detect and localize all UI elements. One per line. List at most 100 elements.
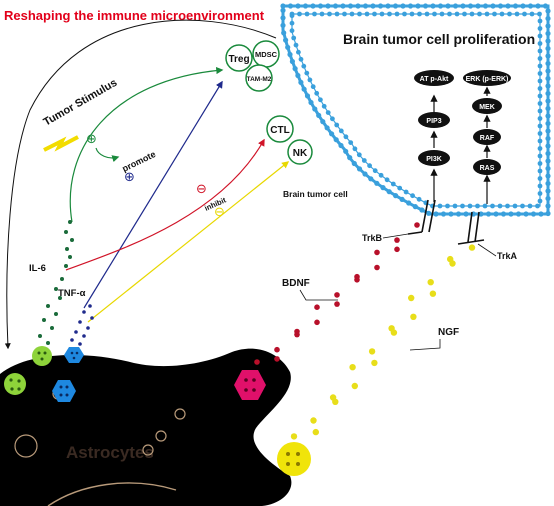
membrane-lipid (320, 119, 326, 125)
akt-node (414, 70, 454, 86)
tnf-to-treg-arrow (83, 80, 223, 309)
il6-molecule (64, 264, 68, 268)
membrane-lipid (537, 146, 543, 151)
pi3k-label: PI3K (426, 156, 442, 163)
membrane-lipid (497, 3, 504, 9)
trka-leader (477, 243, 497, 257)
tam-m2-cell: TAM-M2 (245, 64, 273, 92)
membrane-lipid (295, 72, 301, 79)
membrane-lipid (523, 211, 529, 217)
membrane-lipid (475, 203, 480, 209)
ngf-molecule (468, 244, 476, 251)
ras-node (473, 159, 501, 175)
membrane-lipid (343, 134, 349, 140)
membrane-lipid (378, 172, 384, 178)
membrane-lipid (402, 11, 407, 17)
astrocytes-label: Astrocytes (66, 443, 154, 462)
membrane-lipid (490, 3, 496, 9)
bdnf-molecule (314, 304, 320, 311)
mek-label: MEK (479, 104, 495, 111)
lightning-bolt-icon (43, 135, 79, 152)
raf-label: RAF (480, 135, 495, 142)
membrane-lipid (545, 60, 551, 67)
bdnf-molecule (374, 264, 380, 271)
membrane-lipid (448, 211, 454, 217)
membrane-lipid (302, 3, 309, 9)
il6-to-treg-arrow (69, 66, 224, 223)
tnf-alpha-molecule (74, 330, 78, 334)
membrane-lipid (310, 3, 316, 9)
membrane-lipid (349, 11, 355, 17)
membrane-lipid (497, 203, 503, 209)
membrane-lipid (500, 211, 507, 217)
il6-molecule (68, 255, 72, 259)
il6-secretion (38, 220, 74, 345)
ngf-molecule (429, 290, 437, 297)
membrane-lipid (372, 168, 378, 174)
membrane-lipid (327, 11, 332, 17)
membrane-lipid (537, 161, 543, 166)
membrane-lipid (356, 166, 363, 172)
membrane-lipid (545, 8, 551, 14)
bdnf-molecule (394, 246, 400, 253)
il6-molecule (70, 238, 74, 242)
membrane-lipid (492, 11, 497, 17)
membrane-lipid (289, 20, 295, 26)
membrane-lipid (283, 37, 289, 43)
membrane-lipid (316, 112, 322, 118)
membrane-lipid (355, 3, 361, 9)
membrane-lipid (424, 11, 430, 17)
ngf-label: NGF (438, 327, 459, 338)
membrane-lipid (432, 11, 437, 17)
membrane-lipid (537, 33, 543, 39)
membrane-lipid (455, 211, 462, 217)
mdsc-label: MDSC (255, 50, 278, 59)
membrane-lipid (482, 3, 489, 9)
membrane-lipid (537, 131, 543, 136)
membrane-lipid (545, 113, 551, 119)
erk-node (463, 70, 511, 86)
membrane-lipid (385, 3, 391, 9)
membrane-lipid (545, 210, 551, 217)
membrane-lipid (537, 63, 543, 69)
trkb-receptor (407, 199, 436, 235)
il6-molecule (68, 220, 72, 224)
blue-granule (52, 380, 76, 402)
vesicle (155, 430, 167, 442)
inhibit-minus-yellow: ⊖ (214, 205, 225, 220)
vesicle (174, 408, 186, 420)
membrane-lipid (386, 189, 392, 195)
il6-molecule (54, 312, 58, 316)
membrane-lipid (537, 48, 543, 54)
treg-cell: Treg (225, 44, 253, 72)
tnf-alpha-molecule (78, 342, 82, 346)
membrane-lipid (545, 45, 551, 52)
membrane-lipid (545, 128, 551, 134)
membrane-lipid (295, 3, 301, 9)
membrane-lipid (319, 11, 325, 17)
membrane-lipid (406, 200, 412, 206)
membrane-lipid (537, 26, 543, 31)
membrane-lipid (439, 11, 445, 17)
membrane-lipid (537, 18, 543, 24)
il6-release-vesicle (32, 346, 52, 366)
ngf-trail (290, 244, 476, 440)
trkb-leader (382, 233, 409, 239)
membrane-lipid (537, 176, 543, 181)
membrane-lipid (338, 142, 344, 149)
membrane-lipid (304, 11, 310, 17)
membrane-lipid (537, 71, 543, 76)
membrane-lipid (484, 11, 490, 17)
membrane-lipid (416, 196, 422, 202)
il6-molecule (42, 318, 46, 322)
membrane-lipid (384, 177, 390, 183)
vesicle (14, 434, 38, 458)
membrane-lipid (426, 210, 432, 216)
erk-label: ERK (p-ERK) (466, 76, 509, 83)
ngf-molecule (368, 348, 376, 355)
membrane-lipid (440, 211, 447, 217)
vesicle (142, 444, 154, 456)
bdnf-molecule (294, 328, 300, 335)
membrane-lipid (338, 128, 344, 134)
